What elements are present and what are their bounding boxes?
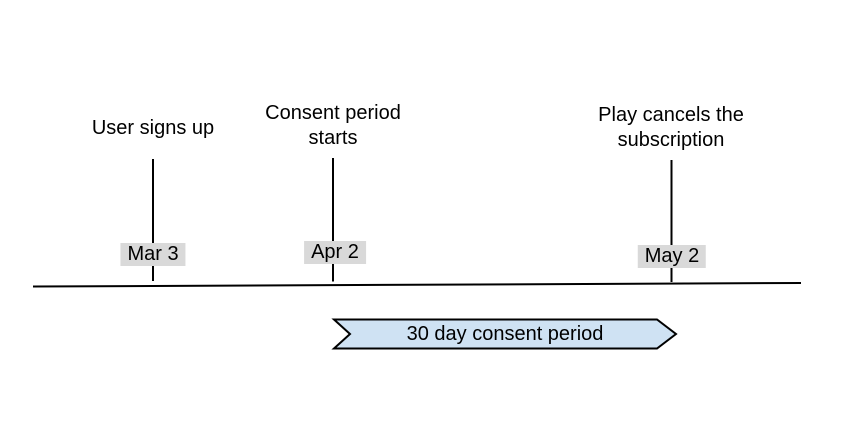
consent-period-banner-label: 30 day consent period: [406, 323, 604, 345]
date-label-may-2: May 2: [637, 245, 707, 268]
event-label-user-signs-up: User signs up: [91, 117, 215, 139]
date-label-mar-3: Mar 3: [120, 243, 186, 266]
event-label-play-cancels: Play cancels the subscription: [598, 104, 744, 151]
date-label-apr-2: Apr 2: [304, 241, 366, 264]
timeline-axis-line: [32, 282, 802, 288]
event-label-consent-period-starts: Consent period starts: [265, 102, 401, 149]
consent-period-arrow-shape: [331, 318, 678, 350]
